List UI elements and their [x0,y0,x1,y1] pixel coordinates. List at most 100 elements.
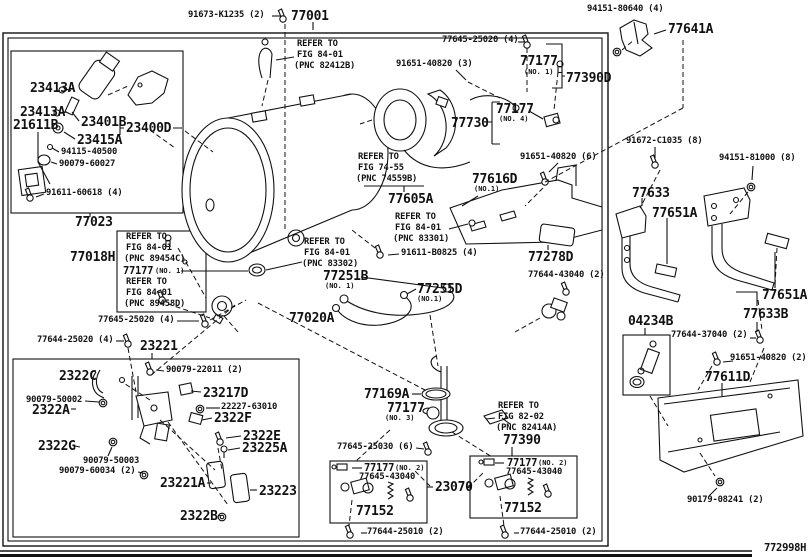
part-label-94151-80640: 94151-80640 (4) [587,4,664,14]
part-label-23225a: 23225A [242,441,288,456]
part-label-77644-43040: 77644-43040 (2) [528,270,605,280]
part-label-77644-25010-left: 77644-25010 (2) [367,527,444,537]
part-label-23413a-2: 23413A [20,105,66,120]
part-label-refer-89454c-3: (PNC 89454C) [124,254,186,264]
part-label-77390d: 77390D [566,71,612,86]
part-label-77001: 77001 [291,9,329,24]
main-frame [0,32,752,557]
part-label-23415a: 23415A [77,133,123,148]
part-label-refer-83301-1: REFER TO [395,212,436,222]
part-label-91651-40820-6: 91651-40820 (6) [520,152,597,162]
part-label-91651-40820-2: 91651-40820 (2) [730,353,807,363]
part-label-90079-50002: 90079-50002 [26,395,83,405]
part-label-refer-83302-1: REFER TO [304,237,345,247]
part-label-77644-25010-right: 77644-25010 (2) [520,527,597,537]
04234b-kit-box [622,334,671,396]
part-label-2322c: 2322C [59,369,97,384]
part-label-90079-60034: 90079-60034 (2) [59,466,136,476]
part-label-77177-no4-note: (NO. 4) [499,115,529,123]
part-label-refer-89458d-2: FIG 84-01 [126,288,172,298]
part-label-refer-83302-2: FIG 84-01 [304,248,350,258]
part-label-77255d: 77255D [417,282,463,297]
part-label-2322g: 2322G [38,439,76,454]
part-label-90079-50003: 90079-50003 [83,456,140,466]
part-label-77730: 77730 [451,116,489,131]
part-label-77644-37040: 77644-37040 (2) [671,330,748,340]
part-label-refer-74559b-2: FIG 74-55 [358,163,404,173]
part-label-23413a-1: 23413A [30,81,76,96]
mount-leg-right [703,187,790,291]
part-label-refer-74559b-1: REFER TO [358,152,399,162]
part-label-refer-83301-3: (PNC 83301) [393,234,450,244]
part-label-90179-08241: 90179-08241 (2) [687,495,764,505]
part-label-04234b: 04234B [628,314,674,329]
part-label-23223: 23223 [259,484,297,499]
filler-pipe-assembly [403,60,564,169]
part-label-94115-40500: 94115-40500 [61,147,118,157]
part-label-refer-83301-2: FIG 84-01 [395,223,441,233]
fuel-sender-assembly [421,355,511,456]
tank-retainer-ring [373,88,457,157]
part-label-77251b: 77251B [323,269,369,284]
strap-kit-box-left [329,460,428,524]
part-label-77645-25020-top: 77645-25020 (4) [442,35,519,45]
part-label-23221a: 23221A [160,476,206,491]
fuel-pump-box [10,50,184,214]
part-label-2322e: 2322E [243,429,281,444]
fuel-pump-assembly [17,51,169,202]
part-label-22227-63010: 22227-63010 [221,402,278,412]
part-label-77255d-note: (NO.1) [417,295,443,303]
part-label-refer-89454c-2: FIG 84-01 [126,243,172,253]
part-label-23221: 23221 [140,339,178,354]
part-label-90079-22011: 90079-22011 (2) [166,365,243,375]
part-label-refer-82414a-2: FIG 82-02 [498,412,544,422]
part-label-2322a: 2322A [32,403,70,418]
part-label-77177-no4: 77177 [496,102,534,117]
part-label-refer-74559b-3: (PNC 74559B) [356,174,418,184]
part-label-refer-83302-3: (PNC 83302) [302,259,359,269]
mount-leg-left [615,205,681,303]
bottom-left-parts-box [12,358,300,538]
part-label-77177-no2-left-note: (NO. 2) [395,464,425,472]
part-label-77651a-left: 77651A [652,206,698,221]
part-label-77633: 77633 [632,186,670,201]
part-label-77177-no3-note: (NO. 3) [385,414,415,422]
fuel-tank [181,38,389,263]
part-label-2322f: 2322F [214,411,252,426]
tank-protector-77616d [449,164,603,247]
part-label-77251b-note: (NO. 1) [325,282,355,290]
part-label-77611d: 77611D [705,370,751,385]
part-label-77152-right: 77152 [504,501,542,516]
part-label-91673-k1235: 91673-K1235 (2) [188,10,265,20]
part-label-refer-82412b-2: FIG 84-01 [297,50,343,60]
part-label-figure-number: 772998H [764,542,807,554]
part-label-refer-82414a-1: REFER TO [498,401,539,411]
part-label-91651-40820-3: 91651-40820 (3) [396,59,473,69]
part-label-2322b: 2322B [180,509,218,524]
part-label-23217d: 23217D [203,386,249,401]
part-label-77644-25020: 77644-25020 (4) [37,335,114,345]
bracket-77641a [612,19,653,57]
strap-kit-left-parts [331,463,414,539]
part-label-77645-43040-left: 77645-43040 [359,472,416,482]
part-label-23401b: 23401B [81,115,127,130]
part-label-77651a-right: 77651A [762,288,808,303]
part-label-77645-25020-left: 77645-25020 (4) [98,315,175,325]
part-label-77177-no2-right: 77177 [507,457,538,469]
part-label-77278d: 77278D [528,250,574,265]
part-label-77177-no2-left: 77177 [364,462,395,474]
part-label-77020a: 77020A [289,311,335,326]
part-label-21611b: 21611B [13,118,59,133]
part-label-77023: 77023 [75,215,113,230]
part-label-23070: 23070 [435,480,473,495]
protector-panel-77611d [657,329,804,487]
part-label-77633b: 77633B [743,307,789,322]
part-label-77018h: 77018H [70,250,116,265]
leader-lines-dashed [107,24,778,527]
part-label-77177-no3: 77177 [387,401,425,416]
part-label-77645-25030: 77645-25030 (6) [337,442,414,452]
part-label-refer-89458d-3: (PNC 89458D) [124,299,186,309]
part-label-77641a: 77641A [668,22,714,37]
